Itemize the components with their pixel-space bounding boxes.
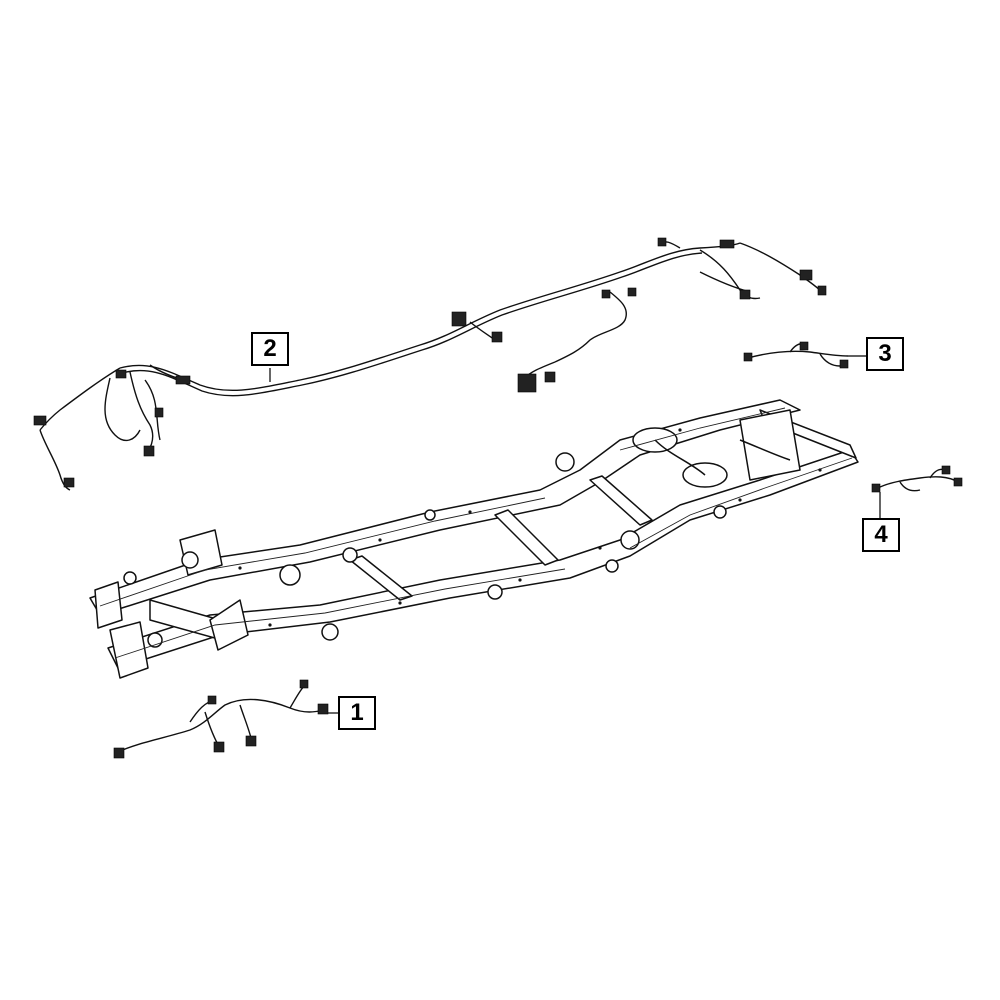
harness-1 (113, 679, 329, 759)
callout-2: 2 (251, 332, 289, 366)
vehicle-frame (89, 399, 859, 679)
callout-4: 4 (862, 518, 900, 552)
harness-3 (743, 341, 849, 369)
harness-2 (33, 237, 827, 491)
callout-3: 3 (866, 337, 904, 371)
callout-1: 1 (338, 696, 376, 730)
harness-4 (871, 465, 963, 493)
